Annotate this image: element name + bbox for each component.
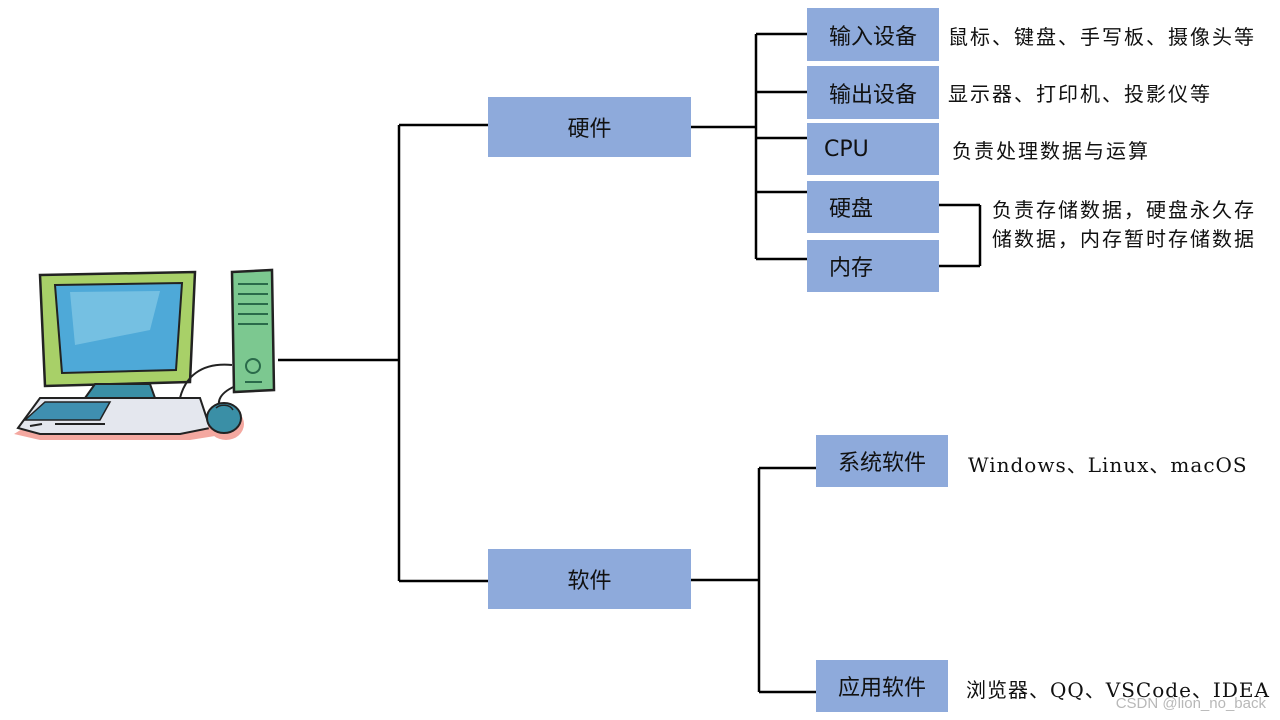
hard-disk-node: 硬盘 [807,181,939,233]
application-software-desc: 浏览器、QQ、VSCode、IDEA [966,678,1270,702]
cpu-node: CPU [807,123,939,175]
hardware-node: 硬件 [488,97,691,157]
keyboard-icon [16,397,212,435]
output-devices-desc: 显示器、打印机、投影仪等 [948,82,1212,106]
mouse-icon [206,402,244,440]
output-devices-node: 输出设备 [807,66,939,119]
system-software-desc: Windows、Linux、macOS [968,453,1248,477]
cpu-desc: 负责处理数据与运算 [952,139,1150,163]
system-software-node: 系统软件 [816,435,948,487]
computer-illustration-icon [14,268,276,440]
memory-node: 内存 [807,240,939,292]
computer-tower-icon [230,268,276,394]
computer-monitor-icon [38,270,197,399]
application-software-node: 应用软件 [816,660,948,712]
input-devices-desc: 鼠标、键盘、手写板、摄像头等 [948,25,1256,49]
storage-desc: 负责存储数据，硬盘永久存储数据，内存暂时存储数据 [992,198,1256,251]
input-devices-node: 输入设备 [807,8,939,61]
software-node: 软件 [488,549,691,609]
connector-lines [278,32,982,694]
watermark: CSDN @lion_no_back [1115,695,1266,712]
